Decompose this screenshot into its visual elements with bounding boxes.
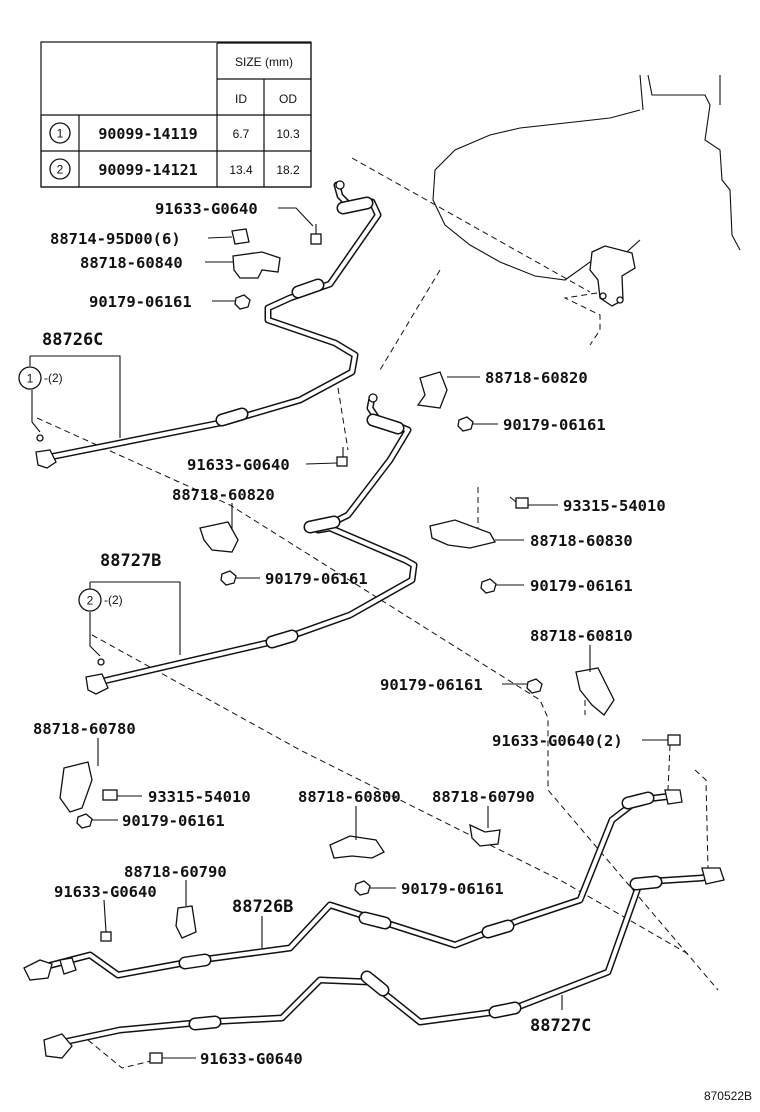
row2-mark: 2 <box>57 163 64 177</box>
mark-circle-1 <box>49 122 71 144</box>
label-88718-60830: 88718-60830 <box>530 532 633 550</box>
label-90179-06161-d: 90179-06161 <box>265 570 368 588</box>
mark-circle-2 <box>49 158 71 180</box>
diagram-id: 870522B <box>704 1089 752 1103</box>
qty-1-label: -(2) <box>44 371 63 385</box>
row1-mark: 1 <box>57 127 64 141</box>
size-header: SIZE (mm) <box>235 55 293 69</box>
qty-2-label: -(2) <box>104 593 123 607</box>
row2-id: 13.4 <box>229 163 253 177</box>
label-88718-60800: 88718-60800 <box>298 788 401 806</box>
label-93315-54010-right: 93315-54010 <box>563 497 666 515</box>
label-91633-G0640-2: 91633-G0640(2) <box>492 732 623 750</box>
row1-part-number: 90099-14119 <box>98 125 197 143</box>
row1-od: 10.3 <box>276 127 300 141</box>
label-91633-G0640-top: 91633-G0640 <box>155 200 258 218</box>
label-88714-95D00: 88714-95D00(6) <box>50 230 181 248</box>
label-88718-60790-right: 88718-60790 <box>432 788 535 806</box>
label-90179-06161-a: 90179-06161 <box>89 293 192 311</box>
label-88726B: 88726B <box>232 897 293 917</box>
label-88727C: 88727C <box>530 1016 591 1036</box>
label-90179-06161-b: 90179-06161 <box>503 416 606 434</box>
label-88718-60790-left: 88718-60790 <box>124 863 227 881</box>
pipe-88726C <box>35 180 382 469</box>
label-90179-06161-e: 90179-06161 <box>380 676 483 694</box>
label-88718-60810: 88718-60810 <box>530 627 633 645</box>
pipe-88727B <box>85 393 418 695</box>
label-91633-G0640-left: 91633-G0640 <box>54 883 157 901</box>
col-od-header: OD <box>279 92 297 106</box>
label-88726C: 88726C <box>42 330 103 350</box>
label-90179-06161-g: 90179-06161 <box>401 880 504 898</box>
pipe-88727C <box>43 867 725 1059</box>
row1-id: 6.7 <box>233 127 250 141</box>
mark-circle-88726C <box>18 366 42 390</box>
engine-outline <box>432 74 741 346</box>
mark-1-label: 1 <box>27 372 34 386</box>
mark-circle-88727B <box>78 588 102 612</box>
row2-od: 18.2 <box>276 163 300 177</box>
label-88718-60820-right: 88718-60820 <box>485 369 588 387</box>
leader-lines <box>29 207 668 1059</box>
label-91633-G0640-bottom: 91633-G0640 <box>200 1050 303 1068</box>
label-88718-60780: 88718-60780 <box>33 720 136 738</box>
label-88718-60820-left: 88718-60820 <box>172 486 275 504</box>
label-88727B: 88727B <box>100 551 161 571</box>
size-table: SIZE (mm) ID OD 1 90099-14119 6.7 10.3 2… <box>40 41 312 188</box>
col-id-header: ID <box>235 92 247 106</box>
mark-2-label: 2 <box>87 594 94 608</box>
label-91633-G0640-mid: 91633-G0640 <box>187 456 290 474</box>
small-parts <box>59 224 681 1064</box>
label-88718-60840: 88718-60840 <box>80 254 183 272</box>
label-90179-06161-c: 90179-06161 <box>530 577 633 595</box>
label-90179-06161-f: 90179-06161 <box>122 812 225 830</box>
pipe-88726B <box>23 789 683 981</box>
label-93315-54010-left: 93315-54010 <box>148 788 251 806</box>
row2-part-number: 90099-14121 <box>98 161 197 179</box>
labels: 91633-G0640 88714-95D00(6) 88718-60840 9… <box>18 200 752 1103</box>
